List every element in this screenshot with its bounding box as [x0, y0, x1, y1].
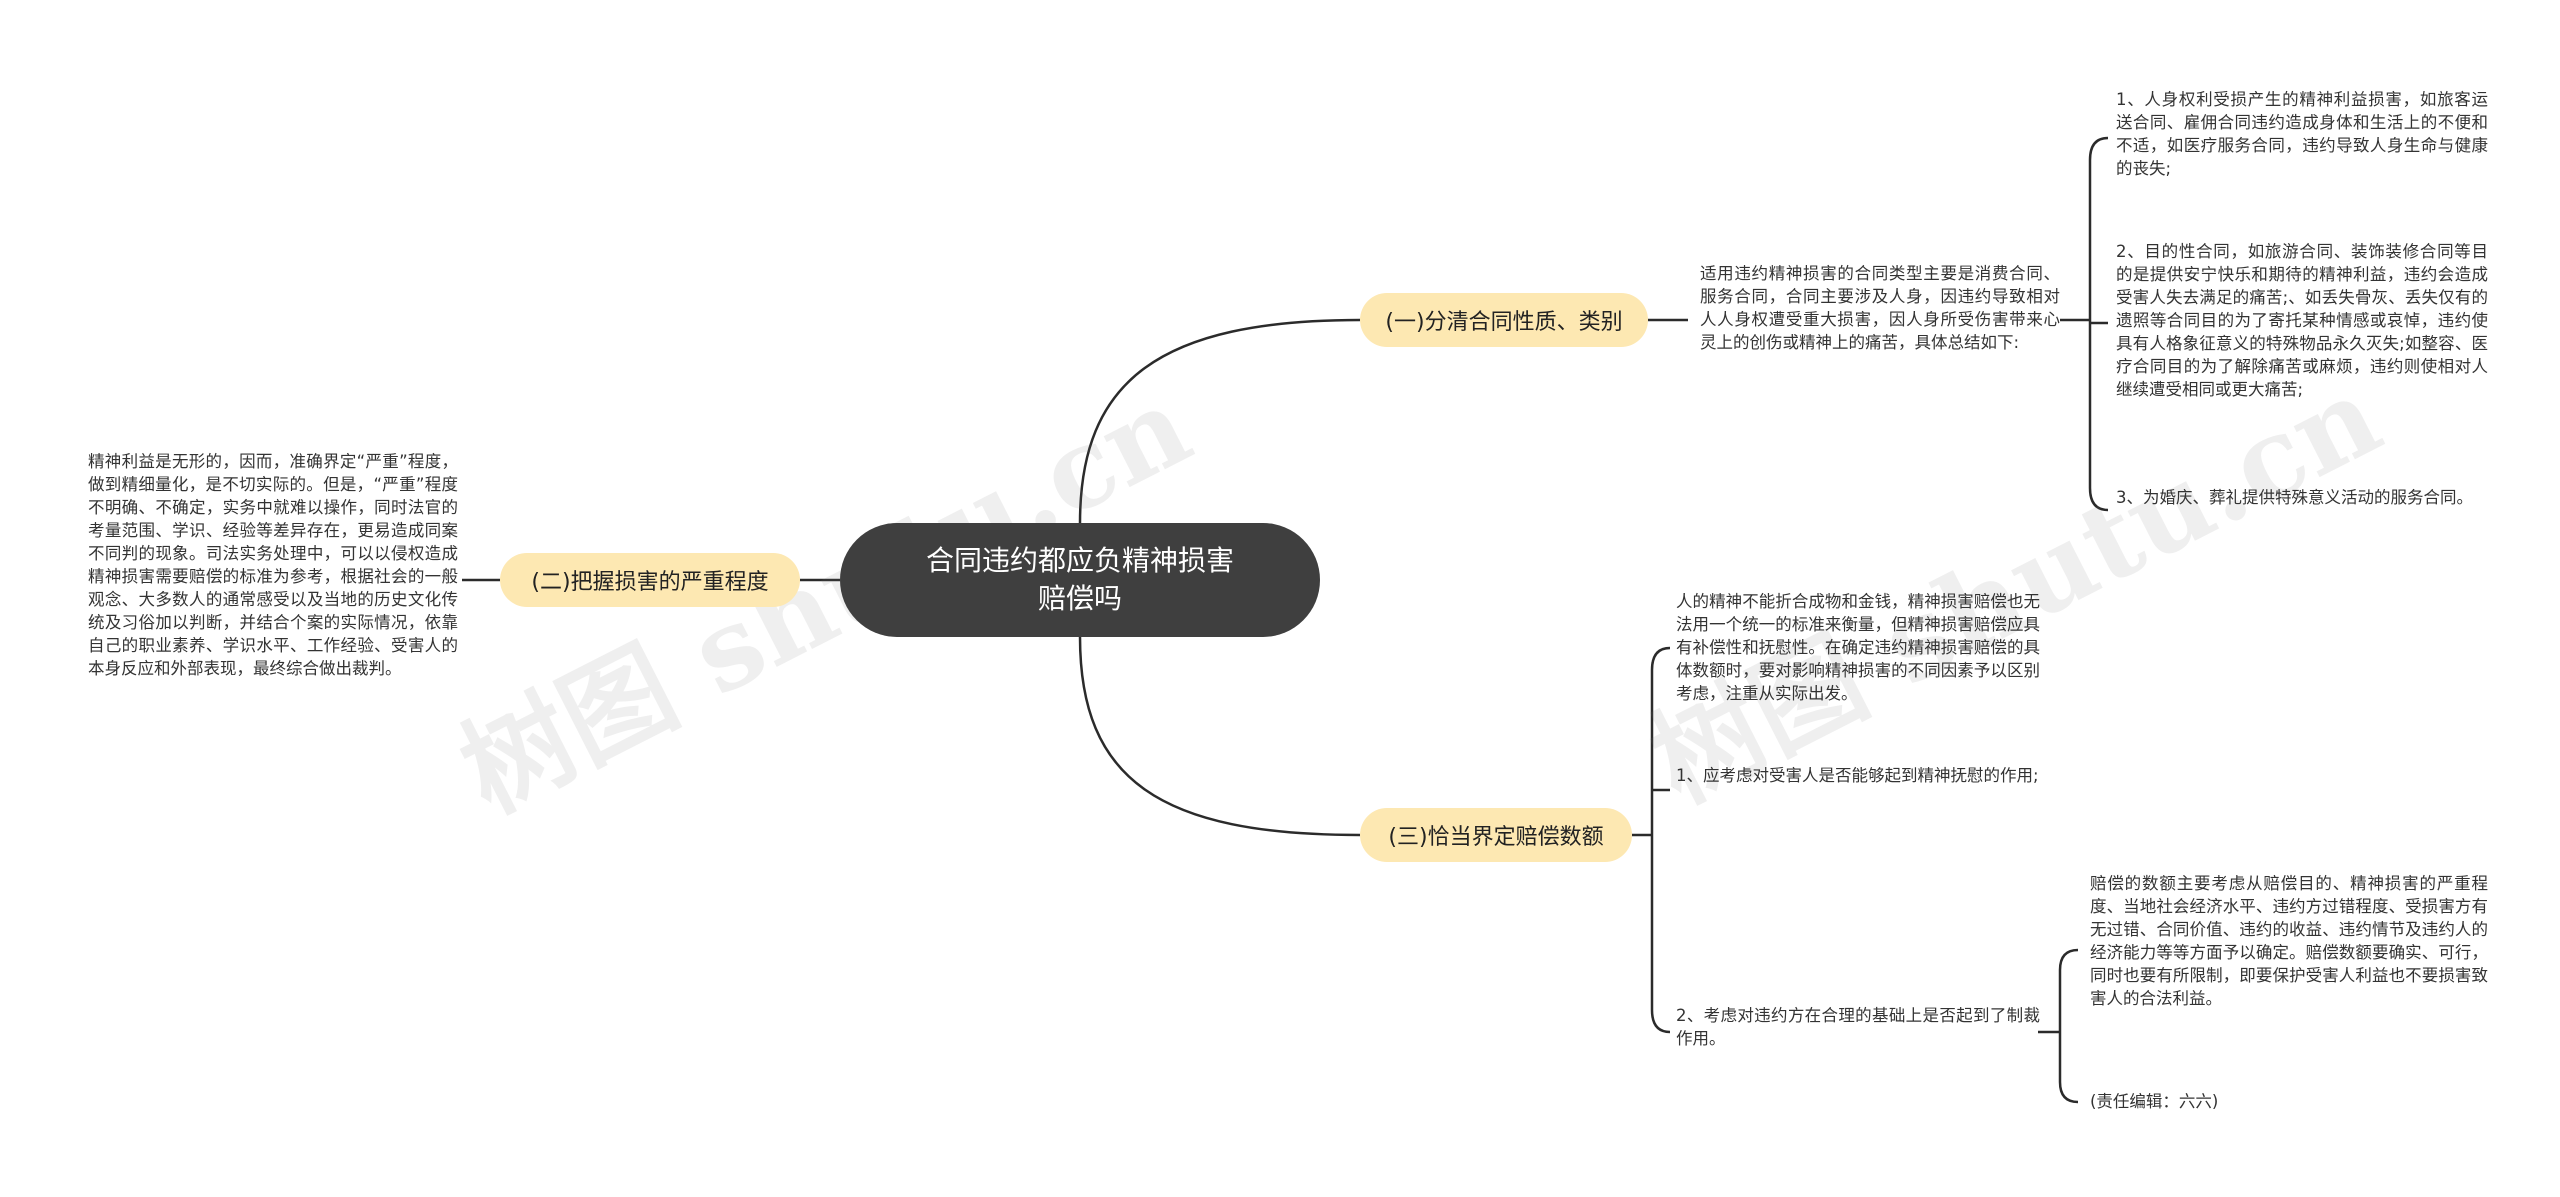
branch-compensation-amount[interactable]: (三)恰当界定赔偿数额	[1360, 808, 1632, 862]
b2-text: 精神利益是无形的，因而，准确界定“严重”程度，做到精细量化，是不切实际的。但是，…	[88, 452, 458, 678]
b1-item-3: 3、为婚庆、葬礼提供特殊意义活动的服务合同。	[2116, 488, 2473, 507]
bracket-b3	[1650, 646, 1671, 1034]
b1-item-1: 1、人身权利受损产生的精神利益损害，如旅客运送合同、雇佣合同违约造成身体和生活上…	[2116, 90, 2488, 178]
b3-item-1: 1、应考虑对受害人是否能够起到精神抚慰的作用;	[1676, 766, 2039, 785]
b3-intro-text: 人的精神不能折合成物和金钱，精神损害赔偿也无法用一个统一的标准来衡量，但精神损害…	[1676, 592, 2040, 703]
branch-damage-severity[interactable]: (二)把握损害的严重程度	[500, 553, 800, 607]
b1-intro-text: 适用违约精神损害的合同类型主要是消费合同、服务合同，合同主要涉及人身，因违约导致…	[1700, 264, 2060, 352]
link-root-b3	[1078, 636, 1361, 837]
branch-contract-nature[interactable]: (一)分清合同性质、类别	[1360, 293, 1648, 347]
root-topic[interactable]: 合同违约都应负精神损害 赔偿吗	[840, 523, 1320, 637]
b3-item-2: 2、考虑对违约方在合理的基础上是否起到了制裁作用。	[1676, 1006, 2040, 1048]
b3-sub-text: 赔偿的数额主要考虑从赔偿目的、精神损害的严重程度、当地社会经济水平、违约方过错程…	[2090, 874, 2488, 1008]
editor-note: (责任编辑：六六)	[2090, 1092, 2219, 1111]
b1-item-2: 2、目的性合同，如旅游合同、装饰装修合同等目的是提供安宁快乐和期待的精神利益，违…	[2116, 242, 2488, 399]
bracket-b3-sub	[2058, 948, 2079, 1104]
link-root-b1	[1078, 318, 1361, 524]
